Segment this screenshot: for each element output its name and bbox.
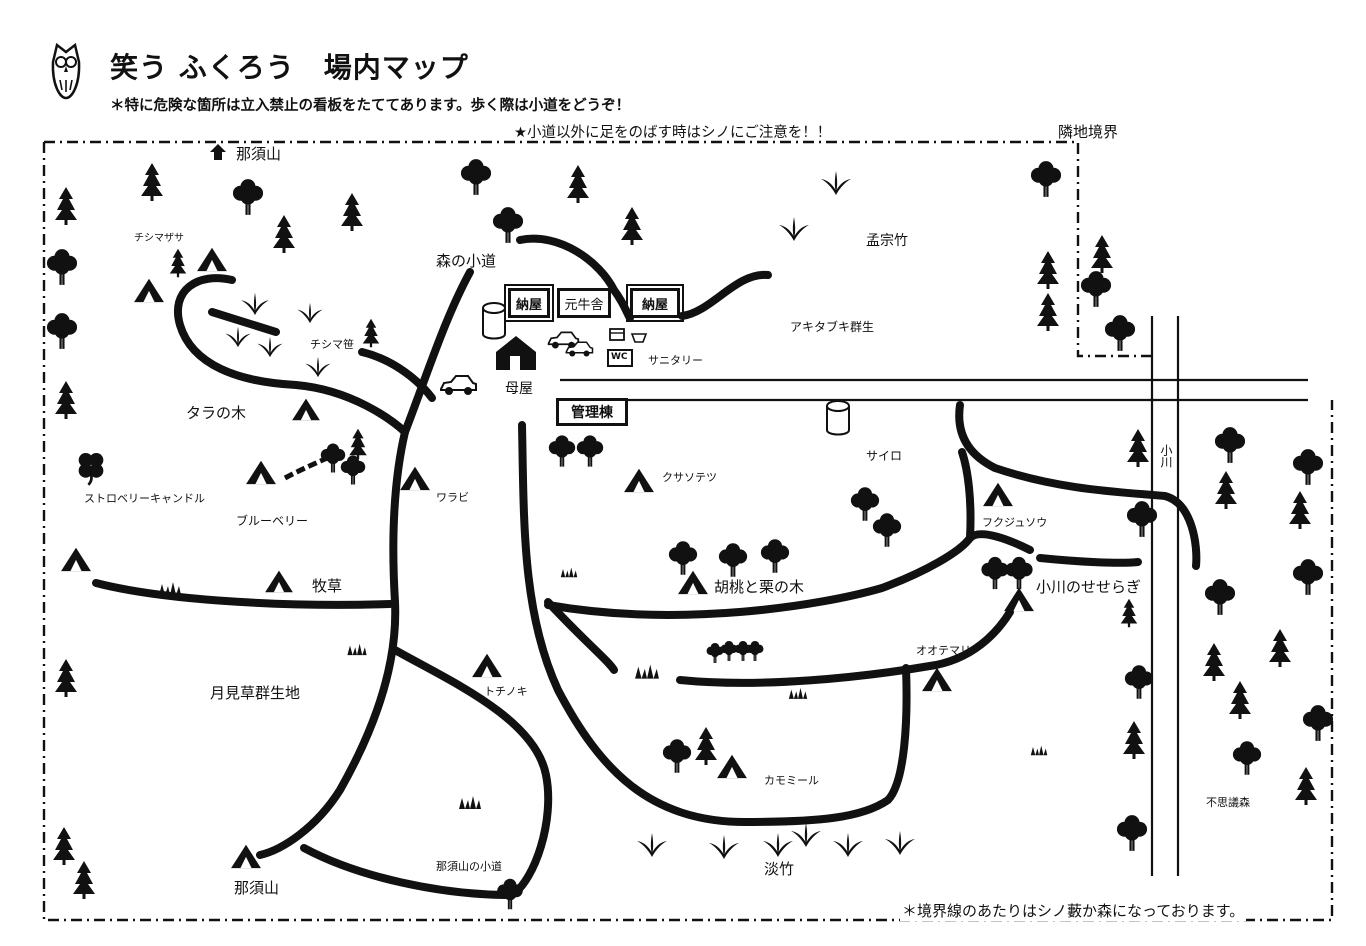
owl-logo-icon <box>51 42 81 100</box>
silo-label: サイロ <box>866 449 903 463</box>
place-tara: タラの木 <box>186 404 247 422</box>
place-moso-bamboo: 孟宗竹 <box>866 233 908 249</box>
place-kusasotetsu: クサソテツ <box>662 471 717 484</box>
former-cowshed: 元牛舎 <box>557 288 611 318</box>
place-mori-no-komichi: 森の小道 <box>436 252 497 270</box>
boundary-lines <box>42 140 1334 922</box>
place-fushigi-mori: 不思議森 <box>1206 796 1250 809</box>
place-akitabuki: アキタブキ群生 <box>790 320 875 334</box>
pine-tree-icon <box>53 163 1317 899</box>
boundary-label: 隣地境界 <box>1058 123 1119 141</box>
bamboo-icon <box>225 171 915 859</box>
place-chishimazasa: チシマザサ <box>134 233 184 244</box>
place-ootemari: オオテマリ <box>916 644 971 657</box>
place-tochinoki: トチノキ <box>484 685 528 698</box>
danger-note: ＊特に危険な箇所は立入禁止の看板をたててあります。歩く際は小道をどうぞ！ <box>110 98 631 114</box>
trails <box>92 234 1201 899</box>
ogawa-arrow-icon <box>210 144 226 160</box>
place-fukujuso: フクジュソウ <box>982 516 1048 529</box>
paved-road <box>560 316 1308 876</box>
silo-icon <box>482 302 850 436</box>
main-house-label: 母屋 <box>505 381 533 397</box>
place-chishima-sasa: チシマ笹 <box>310 338 354 351</box>
wc-label: WC <box>611 352 628 362</box>
place-ogawa-seseragi: 小川のせせらぎ <box>1036 578 1142 596</box>
office-building: 管理棟 <box>556 398 628 426</box>
page-title: 笑う ふくろう 場内マップ <box>110 51 469 84</box>
sanitary-icon <box>607 328 648 367</box>
sanitary-label: サニタリー <box>648 354 703 367</box>
place-walnut-chestnut: 胡桃と栗の木 <box>714 578 805 596</box>
place-strawberry: ストロベリーキャンドル <box>84 492 205 505</box>
place-nasu-south: 那須山 <box>234 879 280 897</box>
barn-2: 納屋 <box>626 284 684 322</box>
place-bokuso: 牧草 <box>312 577 343 595</box>
place-tsukimiso: 月見草群生地 <box>210 684 301 702</box>
place-ogawa: 小川 <box>1158 444 1175 468</box>
place-awadake: 淡竹 <box>764 860 795 878</box>
place-blueberry: ブルーベリー <box>236 514 309 528</box>
barn-1: 納屋 <box>504 284 554 322</box>
place-nasu-komichi: 那須山の小道 <box>436 860 502 873</box>
place-nasu-north: 那須山 <box>236 145 282 163</box>
round-tree-icon <box>46 158 1334 910</box>
house-icon <box>496 336 536 370</box>
clover-icon <box>77 451 105 486</box>
place-warabi: ワラビ <box>436 491 469 504</box>
bamboo-caution-note: ★小道以外に足をのばす時はシノにご注意を！！ <box>514 125 832 141</box>
footer-note: ＊境界線のあたりはシノ藪か森になっております。 <box>900 900 1247 921</box>
place-kamomile: カモミール <box>764 774 819 787</box>
